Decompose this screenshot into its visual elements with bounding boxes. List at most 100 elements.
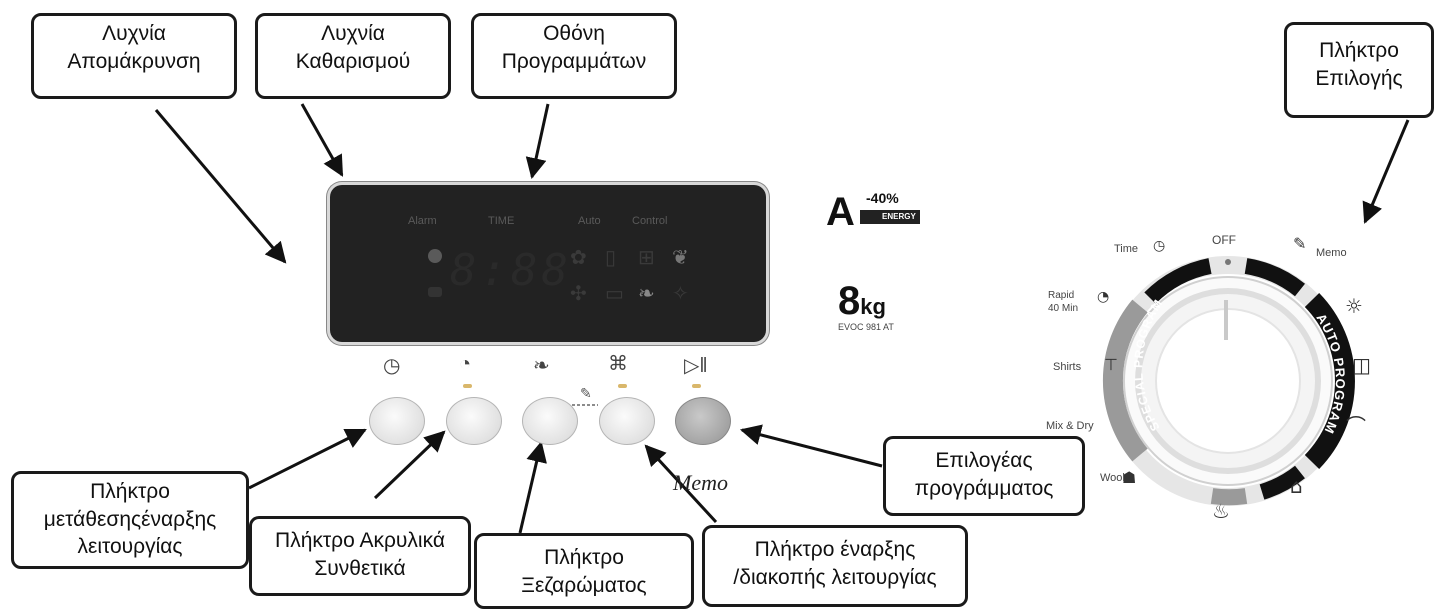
auto-grid-icon: ⊞ [638, 247, 655, 269]
energy-word: ENERGY [882, 212, 916, 221]
dial-memo-label: Memo [1316, 247, 1347, 259]
dial-segment-bottom [1210, 488, 1248, 506]
led-delay [463, 384, 472, 388]
clock-icon: ◷ [383, 355, 401, 377]
acrylic-synthetic-button[interactable] [446, 397, 502, 445]
program-dial: AUTO PROGRAM SPECIAL PROGRAM [1102, 256, 1355, 506]
memo-pin-icon: ✎ [580, 385, 592, 401]
callout-text: Πλήκτρο έναρξης [754, 538, 916, 561]
energy-saving: -40% [866, 190, 899, 206]
iron-icon: ⌂ [1290, 474, 1303, 498]
callout-acrylic-key: Πλήκτρο Ακρυλικά Συνθετικά [249, 516, 471, 596]
callout-text: λειτουργίας [77, 535, 183, 559]
callout-removal-lamp: Λυχνία Απομάκρυνση [31, 13, 237, 99]
callout-text: Ξεζαρώματος [521, 573, 647, 597]
dial-segment-top-right [1244, 258, 1306, 297]
wool-icon: ☗ [1122, 468, 1136, 487]
dial-time-label: Time [1114, 243, 1139, 255]
display-alarm-label: Alarm [408, 215, 437, 227]
pin-icon: ✎ [1293, 234, 1306, 253]
callout-delay-start-key: Πλήκτρο μετάθεσηςέναρξης λειτουργίας [11, 471, 249, 569]
energy-letter: A [826, 190, 855, 234]
display-time-label: TIME [488, 215, 515, 227]
dial-mix-dry-label: Mix & Dry [1046, 420, 1094, 432]
control-drop-icon: ✧ [672, 283, 689, 305]
dial-segment-auto [1304, 293, 1355, 469]
callout-text: προγράμματος [914, 476, 1054, 500]
arrow-removal-lamp [154, 109, 287, 264]
arrow-crease [518, 440, 547, 534]
display-control-label: Control [632, 215, 668, 227]
dial-segment-special [1102, 299, 1148, 462]
callout-text: Επιλογέας [935, 449, 1033, 472]
arrow-program-display [525, 103, 550, 180]
arrow-delay-start [248, 428, 367, 490]
dial-rapid-minutes-label: 40 Min [1048, 303, 1079, 314]
callout-cleaning-lamp: Λυχνία Καθαρισμού [255, 13, 451, 99]
auto-cabinet-icon: ▯ [605, 247, 617, 269]
model-label: EVOC 981 AT [838, 322, 894, 332]
memo-label: Memo [673, 470, 728, 495]
callout-text: Απομάκρυνση [67, 49, 201, 73]
led-start [692, 384, 701, 388]
dial-wool-label: Wool [1100, 472, 1125, 484]
callout-text: /διακοπής λειτουργίας [733, 565, 937, 589]
callout-text: Συνθετικά [314, 556, 406, 580]
dial-segment-bottom-right [1259, 465, 1305, 500]
callout-text: Προγραμμάτων [501, 49, 647, 73]
cabinet-icon: ◫ [1352, 353, 1371, 377]
dial-rapid-label: Rapid [1048, 290, 1075, 301]
auto-box-icon: ▭ [605, 283, 624, 305]
dial-shirts-label: Shirts [1053, 361, 1082, 373]
callout-text: Πλήκτρο [1319, 39, 1399, 62]
capacity-number: 8 [838, 279, 861, 323]
callout-text: Λυχνία [102, 22, 166, 45]
capacity-unit: kg [860, 294, 886, 319]
arrow-start-pause [644, 444, 718, 524]
display-digits: 8:88 [450, 245, 572, 296]
memo-start-button[interactable] [599, 397, 655, 445]
alarm-lamp-icon [428, 249, 442, 263]
callout-text: μετάθεσηςέναρξης [43, 507, 217, 531]
arrow-program-selector [739, 424, 883, 468]
rapid-icon: ◔ [1097, 289, 1109, 305]
crease-button[interactable] [522, 397, 578, 445]
callout-text: Πλήκτρο [90, 480, 170, 503]
callout-selection-key: Πλήκτρο Επιλογής [1284, 22, 1434, 118]
control-leaf-icon: ❦ [672, 247, 689, 269]
dial-off-label: OFF [1212, 233, 1236, 247]
callout-crease-key: Πλήκτρο Ξεζαρώματος [474, 533, 694, 609]
play-pause-icon: ▷‖ [684, 355, 708, 377]
timer-start-icon: ◔ [459, 353, 472, 375]
feather-icon: ❧ [533, 355, 550, 377]
delay-start-button[interactable] [369, 397, 425, 445]
callout-text: Πλήκτρο [544, 546, 624, 569]
callout-text: Οθόνη [543, 22, 605, 45]
callout-program-display: Οθόνη Προγραμμάτων [471, 13, 677, 99]
display-auto-label: Auto [578, 215, 601, 227]
arrow-selection-key [1362, 119, 1410, 224]
callout-text: Πλήκτρο Ακρυλικά [275, 529, 445, 552]
start-pause-button[interactable] [675, 397, 731, 445]
auto-cotton-icon: ✿ [570, 247, 587, 269]
energy-bar [860, 210, 920, 224]
arrow-cleaning-lamp [300, 103, 344, 177]
tub-icon: ♨ [1212, 499, 1230, 523]
sun-icon: ☼ [1345, 294, 1363, 318]
crease-icon: ⌘ [608, 353, 628, 375]
callout-text: Λυχνία [321, 22, 385, 45]
callout-text: Καθαρισμού [295, 49, 411, 73]
hanger-icon: ⌒ [1346, 414, 1366, 438]
callout-text: Επιλογής [1315, 66, 1403, 90]
callout-start-pause-key: Πλήκτρο έναρξης /διακοπής λειτουργίας [702, 525, 968, 607]
auto-shirt-icon: ✣ [570, 283, 587, 305]
control-feather-icon: ❧ [638, 283, 655, 305]
callout-program-selector: Επιλογέας προγράμματος [883, 436, 1085, 516]
shirt-icon: ⊤ [1104, 355, 1118, 374]
program-display-panel: Alarm TIME Auto Control 8:88 ✿ ▯ ⊞ ❦ ✣ ▭… [330, 185, 766, 342]
arrow-acrylic [373, 430, 446, 500]
dial-segment-top-left [1144, 258, 1212, 304]
timer-icon: ◷ [1153, 238, 1165, 254]
led-crease [618, 384, 627, 388]
